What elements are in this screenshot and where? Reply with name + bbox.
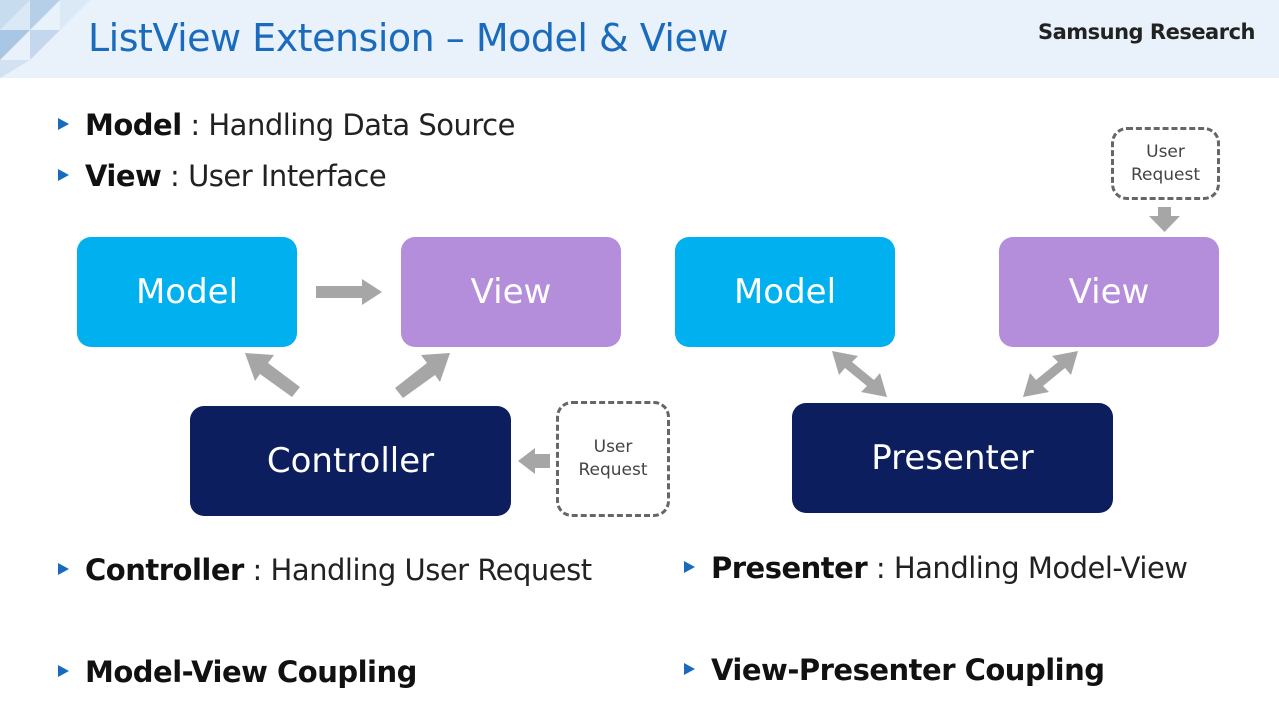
arrow-request-to-view	[1149, 207, 1180, 232]
controller-box: Controller	[190, 406, 511, 516]
user-request-line1: User	[1146, 141, 1185, 162]
bullet-model: Model : Handling Data Source	[58, 108, 515, 142]
bullet-triangle-icon	[684, 663, 695, 675]
mvp-model-box: Model	[675, 237, 895, 347]
mvc-user-request-box: User Request	[556, 401, 670, 517]
arrow-view-presenter	[1023, 351, 1078, 397]
bullet-triangle-icon	[58, 665, 69, 677]
arrow-request-to-controller	[518, 448, 550, 474]
brand-logo: Samsung Research	[1037, 20, 1256, 44]
bullet-mv-coupling: Model-View Coupling	[58, 655, 417, 689]
arrow-controller-to-view	[395, 353, 450, 398]
mvc-view-box: View	[401, 237, 621, 347]
bullet-view: View : User Interface	[58, 159, 387, 193]
user-request-line2: Request	[578, 460, 648, 480]
header-band	[0, 0, 1279, 78]
page-title: ListView Extension – Model & View	[88, 16, 728, 60]
bullet-triangle-icon	[58, 169, 69, 181]
bullet-vp-coupling: View-Presenter Coupling	[684, 653, 1105, 687]
user-request-line1: User	[593, 437, 633, 457]
presenter-box: Presenter	[792, 403, 1113, 513]
mvp-view-box: View	[999, 237, 1219, 347]
decor-triangles-icon	[0, 0, 90, 78]
bullet-triangle-icon	[58, 118, 69, 130]
arrow-model-to-view	[316, 279, 382, 305]
user-request-line2: Request	[1130, 164, 1201, 185]
bullet-triangle-icon	[58, 563, 69, 575]
mvc-model-box: Model	[77, 237, 297, 347]
bullet-triangle-icon	[684, 561, 695, 573]
bullet-controller: Controller : Handling User Request	[58, 553, 592, 587]
arrow-model-presenter	[832, 351, 887, 397]
bullet-presenter: Presenter : Handling Model-View	[684, 551, 1188, 585]
mvp-user-request-box: User Request	[1111, 127, 1220, 200]
arrow-controller-to-model	[245, 353, 300, 397]
